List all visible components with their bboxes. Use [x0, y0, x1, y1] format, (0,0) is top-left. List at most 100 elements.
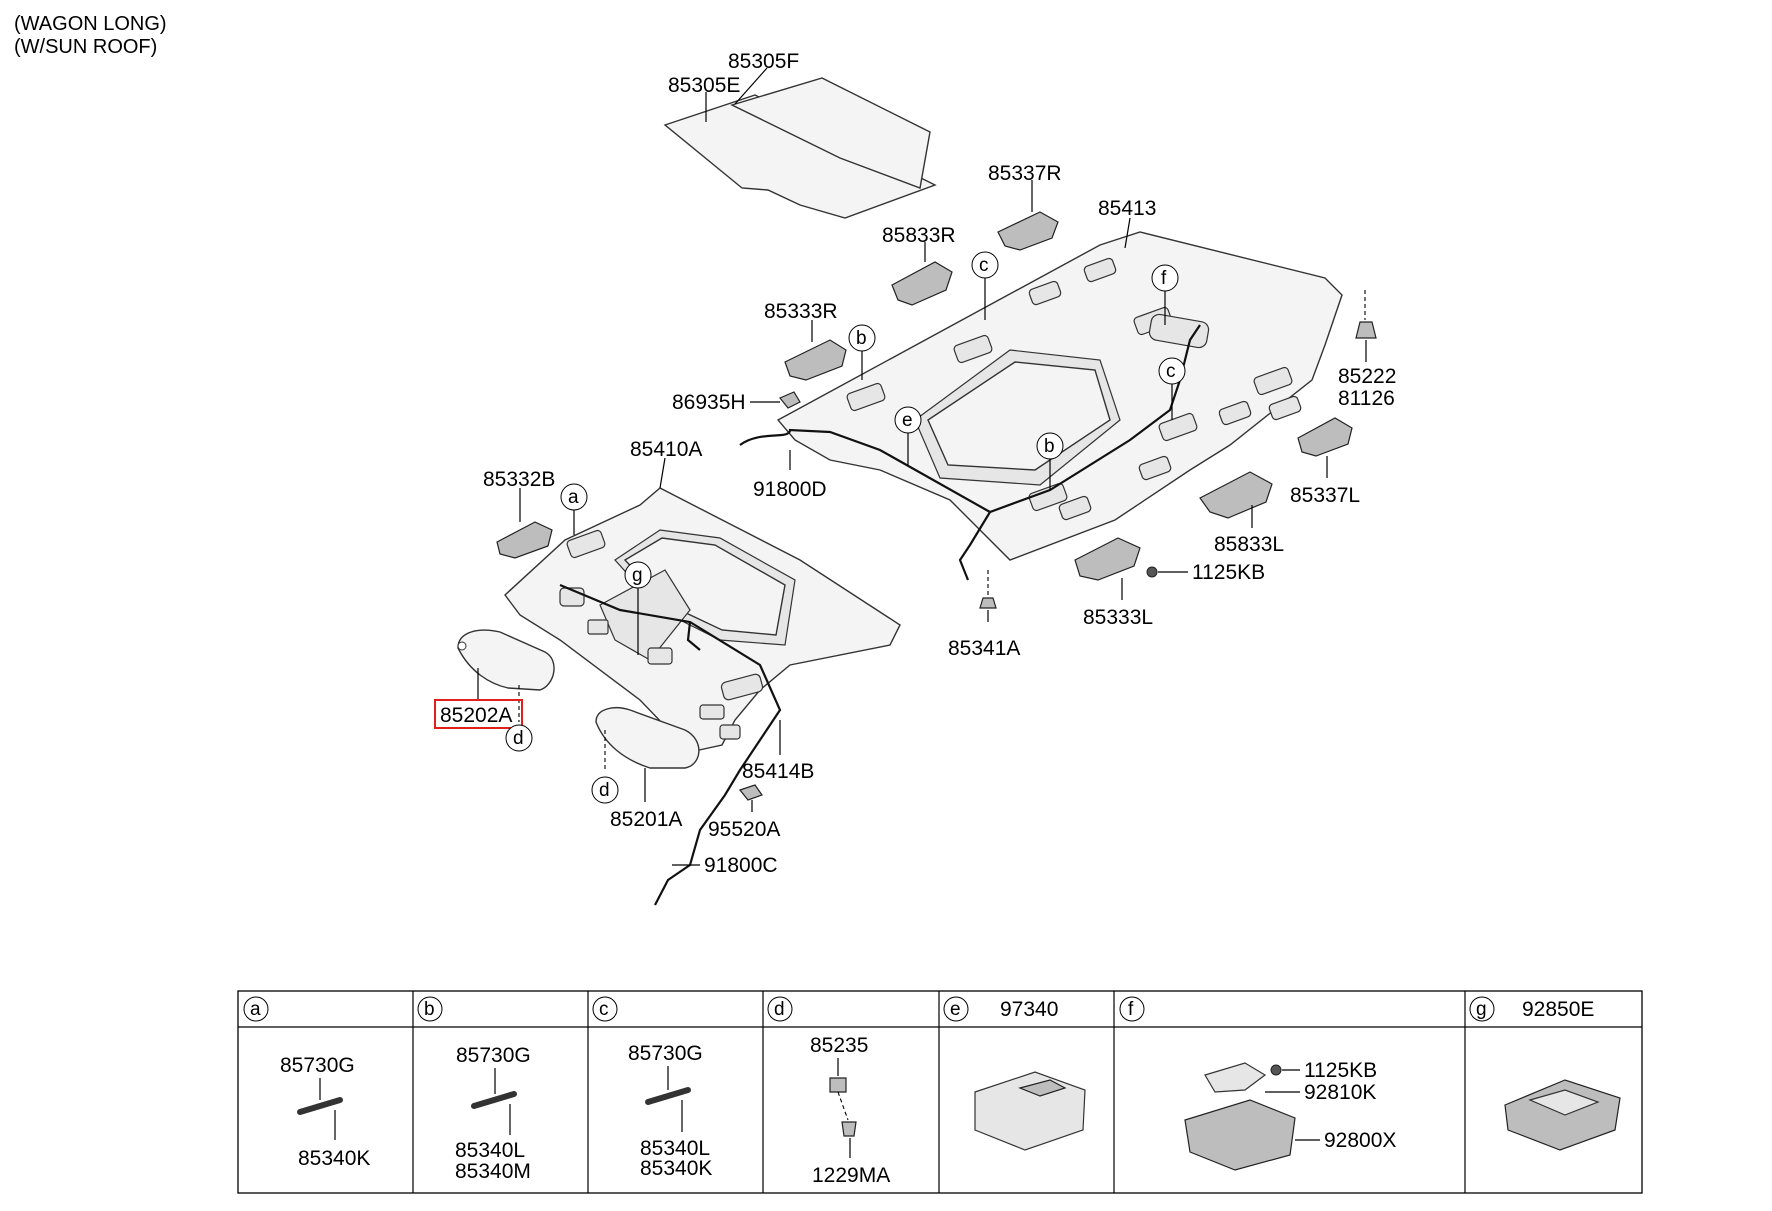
svg-text:b: b — [1044, 436, 1055, 457]
label-85833R: 85833R — [882, 224, 956, 247]
wire-harness-91800D — [739, 324, 1201, 514]
label-85305E: 85305E — [668, 74, 740, 97]
retainer-85833L — [1199, 471, 1273, 519]
legend-f-part2: 92810K — [1304, 1081, 1376, 1104]
label-81126: 81126 — [1338, 387, 1395, 410]
label-85414B: 85414B — [742, 760, 814, 783]
leader-85410A — [659, 457, 666, 489]
legend-f-part1: 1125KB — [1304, 1059, 1377, 1082]
legend-cell-g: g 92850E — [1469, 996, 1621, 1151]
sunvisor-85201A — [595, 707, 700, 769]
legend-key-f: f — [1128, 999, 1134, 1020]
callout-c-upper: c — [971, 251, 999, 279]
label-85222: 85222 — [1338, 365, 1396, 388]
label-85833L: 85833L — [1214, 533, 1284, 556]
retainer-85337R — [997, 211, 1059, 251]
callout-d-right: d — [591, 776, 619, 804]
screw-1125KB — [1146, 566, 1158, 578]
retainer-85333L — [1074, 537, 1141, 581]
label-91800C: 91800C — [704, 854, 778, 877]
callout-a-main: a — [560, 483, 588, 511]
label-85341A: 85341A — [948, 637, 1020, 660]
svg-text:b: b — [856, 328, 867, 349]
leader-85305F — [734, 67, 768, 105]
sunvisor-85202A — [457, 629, 555, 691]
legend-cell-e: e 97340 — [943, 996, 1086, 1151]
legend-key-b: b — [424, 999, 435, 1020]
legend-cell-c: c 85730G 85340L 85340K — [592, 996, 712, 1180]
grip-handle-icon — [471, 1091, 517, 1109]
svg-text:c: c — [1166, 361, 1176, 382]
legend-b-part3: 85340M — [455, 1160, 531, 1183]
clip-85222 — [1355, 321, 1377, 339]
headliner-front-85410A — [504, 487, 901, 753]
legend-key-g: g — [1476, 999, 1487, 1020]
legend-cell-b: b 85730G 85340L 85340M — [417, 996, 531, 1183]
legend-c-part3: 85340K — [640, 1157, 712, 1180]
clip-85341A — [979, 597, 997, 609]
svg-text:d: d — [513, 728, 524, 749]
bolt-icon — [1270, 1064, 1282, 1076]
wire-harness-branch — [958, 511, 991, 581]
label-85333R: 85333R — [764, 300, 838, 323]
callout-c-right: c — [1158, 357, 1186, 385]
console-lamp-icon — [1504, 1079, 1621, 1151]
svg-text:d: d — [599, 780, 610, 801]
legend-key-d: d — [774, 999, 785, 1020]
label-95520A: 95520A — [708, 818, 780, 841]
legend-cell-f: f 1125KB 92810K 92800X — [1119, 996, 1396, 1171]
highlight-85202A — [434, 699, 523, 729]
header-line-2: (W/SUN ROOF) — [14, 36, 157, 58]
clip-icon — [829, 1077, 847, 1093]
label-86935H: 86935H — [672, 391, 746, 414]
legend-cell-d: d 85235 1229MA — [767, 996, 890, 1187]
retainer-85332B — [496, 521, 553, 559]
label-85202A[interactable]: 85202A — [440, 704, 512, 727]
svg-text:c: c — [979, 255, 989, 276]
legend-b-part1: 85730G — [456, 1044, 531, 1067]
label-85333L: 85333L — [1083, 606, 1153, 629]
grip-handle-icon — [645, 1087, 691, 1105]
legend-a-part2: 85340K — [298, 1147, 370, 1170]
label-85305F: 85305F — [728, 50, 799, 73]
module-icon — [974, 1071, 1086, 1151]
bracket-icon — [1204, 1062, 1267, 1093]
legend-key-e: e — [950, 999, 961, 1020]
callout-d-left: d — [505, 724, 533, 752]
retainer-85833R — [891, 261, 953, 306]
clip-86935H — [779, 391, 801, 409]
screw-icon — [841, 1121, 857, 1137]
legend-cell-a: a 85730G 85340K — [243, 996, 370, 1170]
label-85337L: 85337L — [1290, 484, 1360, 507]
label-91800D: 91800D — [753, 478, 827, 501]
svg-text:g: g — [632, 565, 643, 586]
retainer-85333R — [784, 339, 847, 381]
legend-g-header-part: 92850E — [1522, 998, 1594, 1021]
label-85410A: 85410A — [630, 438, 702, 461]
legend-c-part2: 85340L — [640, 1137, 710, 1160]
legend-table — [237, 990, 1643, 1194]
legend-d-part2: 1229MA — [812, 1164, 890, 1187]
svg-text:a: a — [568, 487, 579, 508]
label-85332B: 85332B — [483, 468, 555, 491]
callout-b-lower: b — [1036, 432, 1064, 460]
sunroof-trim-85305E — [663, 77, 937, 219]
label-85337R: 85337R — [988, 162, 1062, 185]
lamp-95520A — [738, 784, 763, 801]
callout-e-main: e — [894, 406, 922, 434]
legend-e-header-part: 97340 — [1000, 998, 1058, 1021]
callout-f-main: f — [1151, 264, 1179, 292]
leader-85413 — [1124, 217, 1131, 249]
legend-d-part1: 85235 — [810, 1034, 868, 1057]
label-1125KB: 1125KB — [1192, 561, 1265, 584]
legend-key-c: c — [599, 999, 609, 1020]
headliner-rear-85413 — [776, 231, 1343, 561]
callout-g-main: g — [624, 561, 652, 589]
wire-branch-front — [686, 621, 701, 651]
label-85201A: 85201A — [610, 808, 682, 831]
legend-f-part3: 92800X — [1324, 1129, 1396, 1152]
callout-b-upper: b — [848, 324, 876, 352]
grip-handle-icon — [297, 1097, 343, 1115]
map-lamp-icon — [1184, 1099, 1296, 1171]
